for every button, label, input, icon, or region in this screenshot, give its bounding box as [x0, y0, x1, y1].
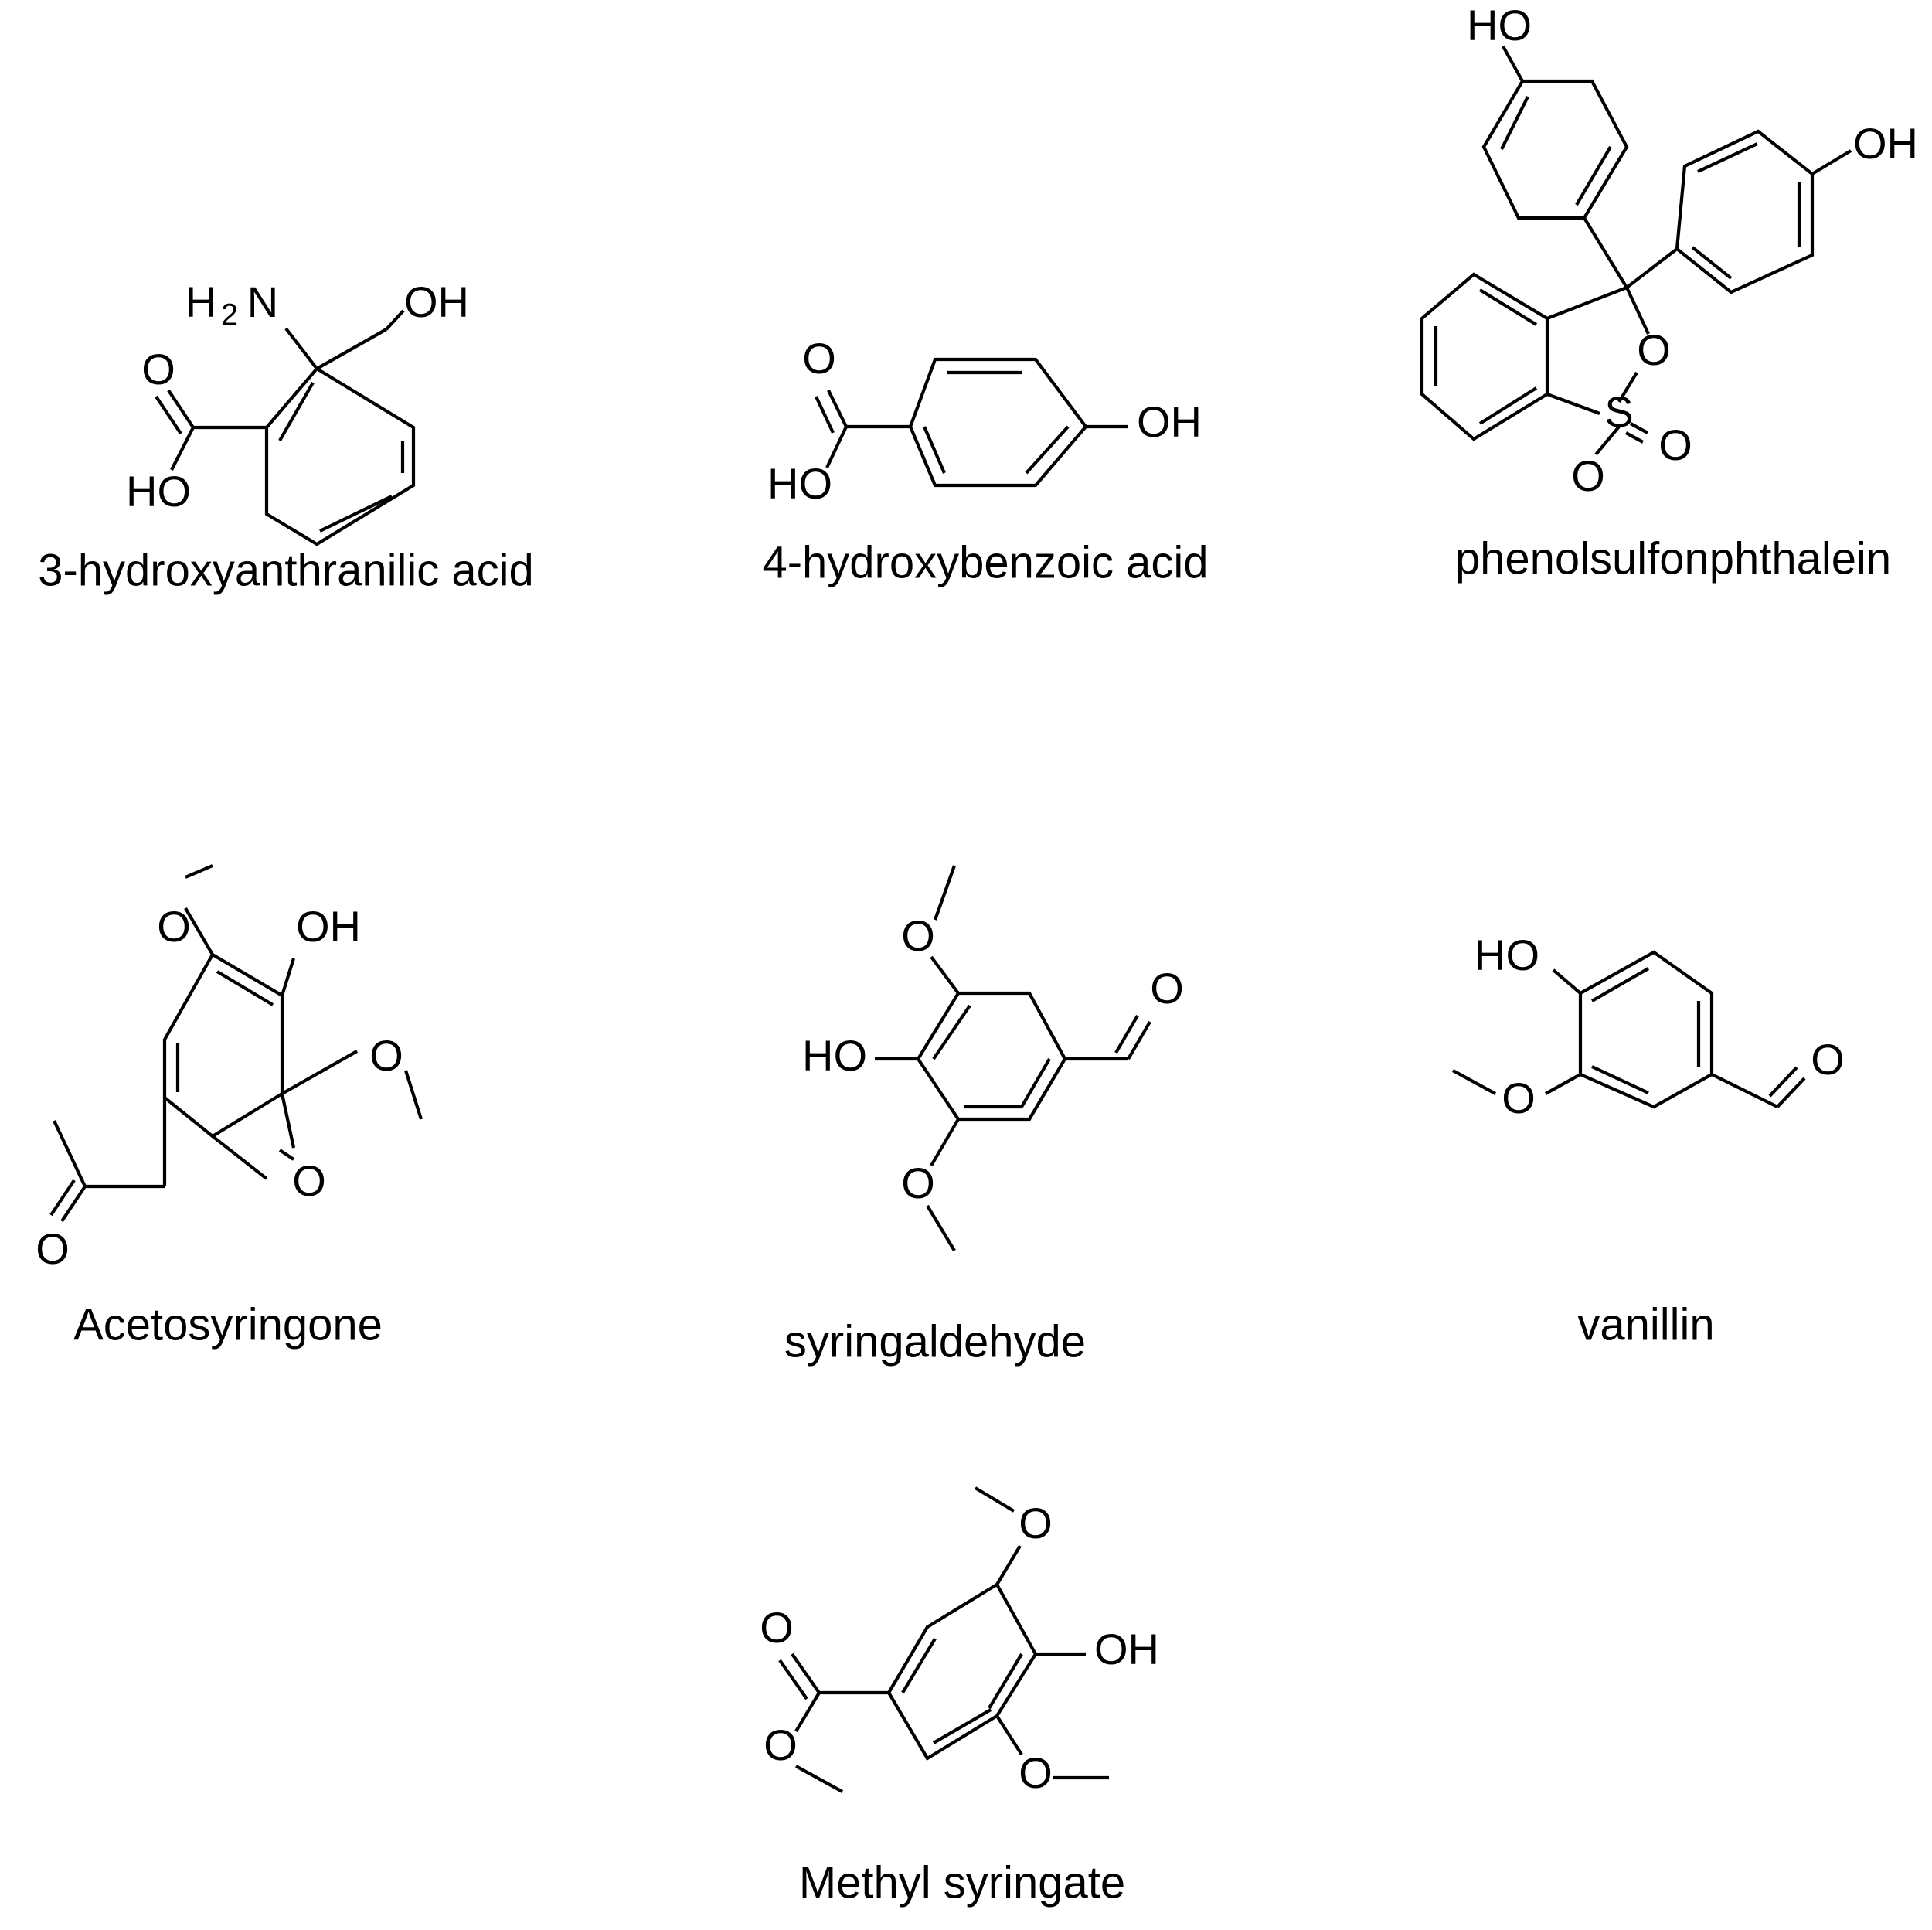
methoxy-top-o-label: O: [901, 911, 935, 960]
structure-3-hydroxyanthranilic-acid: [155, 309, 416, 546]
methoxy-o-label: O: [1502, 1074, 1536, 1122]
methoxy-top-o-label: O: [1019, 1499, 1053, 1547]
compound-name-syringaldehyde: syringaldehyde: [784, 1316, 1086, 1367]
acetyl-o-label: O: [36, 1224, 70, 1273]
hydroxy-label: OH: [296, 902, 361, 951]
hydroxy-label: OH: [404, 277, 469, 326]
hydroxy-label: HO: [802, 1031, 867, 1080]
hydroxy-label: HO: [1475, 931, 1539, 979]
sulfonyl-o-bottom-label: O: [1571, 451, 1605, 500]
carbonyl-o-label: O: [802, 334, 836, 383]
structure-vanillin: [1451, 950, 1806, 1109]
nh2-h-label: H: [185, 277, 216, 326]
aldehyde-o-label: O: [1150, 964, 1184, 1013]
carbonyl-o-label: O: [141, 345, 175, 393]
structure-methyl-syringate: [778, 1486, 1109, 1793]
methoxy-bottom-o-label: O: [901, 1159, 935, 1207]
ketone-o-label: O: [292, 1156, 326, 1205]
structure-acetosyringone: [49, 864, 423, 1223]
nh2-n-label: N: [247, 277, 278, 326]
phenol-top-ho-label: HO: [1467, 1, 1532, 49]
compound-name-4-hydroxybenzoic-acid: 4-hydroxybenzoic acid: [762, 537, 1208, 587]
compound-name-phenolsulfonphthalein: phenolsulfonphthalein: [1455, 533, 1891, 584]
methoxy-bottom-o-label: O: [1019, 1748, 1053, 1797]
compound-name-vanillin: vanillin: [1577, 1299, 1714, 1350]
hydroxy-label: OH: [1137, 397, 1202, 446]
carboxyl-ho-label: HO: [126, 467, 191, 516]
sulfonyl-o-right-label: O: [1658, 420, 1692, 469]
carbonyl-o-label: O: [760, 1603, 794, 1652]
sulfur-label: S: [1604, 387, 1633, 436]
structure-phenolsulfonphthalein: [1420, 45, 1852, 456]
compound-name-3-hydroxyanthranilic-acid: 3-hydroxyanthranilic acid: [38, 545, 534, 595]
structure-syringaldehyde: [875, 865, 1151, 1252]
compound-name-methyl-syringate: Methyl syringate: [799, 1857, 1125, 1908]
compound-name-acetosyringone: Acetosyringone: [73, 1299, 383, 1350]
ring-o-label: O: [1637, 325, 1671, 374]
ester-o-label: O: [764, 1721, 798, 1769]
hydroxy-label: OH: [1094, 1625, 1159, 1673]
phenol-right-oh-label: OH: [1853, 119, 1918, 168]
nh2-subscript-label: 2: [221, 298, 238, 332]
structure-4-hydroxybenzoic-acid: [815, 357, 1128, 488]
aldehyde-o-label: O: [1811, 1035, 1845, 1084]
methoxy-right-o-label: O: [369, 1031, 403, 1080]
methoxy-top-o-label: O: [157, 902, 191, 951]
carboxyl-ho-label: HO: [767, 459, 832, 508]
